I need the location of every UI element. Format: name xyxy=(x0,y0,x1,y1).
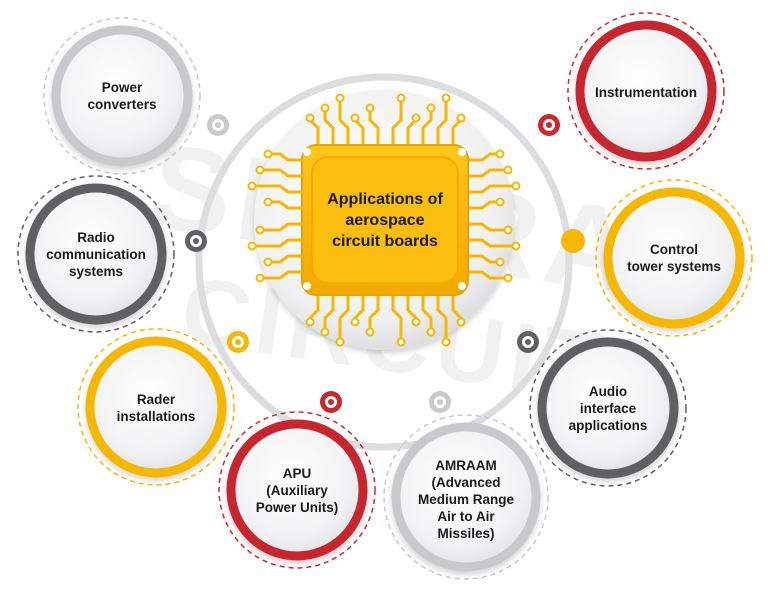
node-instrumentation xyxy=(567,12,725,170)
node-label-instrumentation: Instrumentation xyxy=(594,84,697,100)
node-apu xyxy=(218,411,376,569)
node-disc xyxy=(226,419,368,561)
node-label-radio-communication: Radio communication systems xyxy=(46,229,146,279)
node-disc xyxy=(51,25,193,167)
node-dashed-ring xyxy=(567,12,725,170)
node-dashed-ring xyxy=(595,179,753,337)
node-amraam xyxy=(383,414,549,580)
node-power-converters xyxy=(43,17,201,175)
node-dashed-ring xyxy=(383,414,549,580)
node-dashed-ring xyxy=(77,328,235,486)
node-label-control-tower: Control tower systems xyxy=(627,242,721,274)
node-disc xyxy=(25,183,167,325)
chip-inner xyxy=(311,156,459,284)
node-label-power-converters: Power converters xyxy=(87,80,157,112)
node-label-apu: APU (Auxiliary Power Units) xyxy=(255,465,339,515)
node-disc xyxy=(391,422,541,572)
orbit-dot-4 xyxy=(561,229,585,253)
node-dashed-ring xyxy=(529,329,687,487)
node-disc xyxy=(85,336,227,478)
orbit-ring xyxy=(195,73,573,451)
node-audio-interface xyxy=(529,329,687,487)
node-control-tower xyxy=(595,179,753,337)
node-dashed-ring xyxy=(17,175,175,333)
node-rader-installations xyxy=(77,328,235,486)
node-disc xyxy=(537,337,679,479)
node-label-audio-interface: Audio interface applications xyxy=(568,383,648,433)
node-dashed-ring xyxy=(218,411,376,569)
node-label-amraam: AMRAAM (Advanced Medium Range Air to Air… xyxy=(417,457,514,541)
node-radio-communication xyxy=(17,175,175,333)
center-title: Applications of aerospace circuit boards xyxy=(327,190,443,250)
node-disc xyxy=(575,20,717,162)
node-label-rader-installations: Rader installations xyxy=(116,392,196,424)
node-dashed-ring xyxy=(43,17,201,175)
node-disc xyxy=(603,187,745,329)
